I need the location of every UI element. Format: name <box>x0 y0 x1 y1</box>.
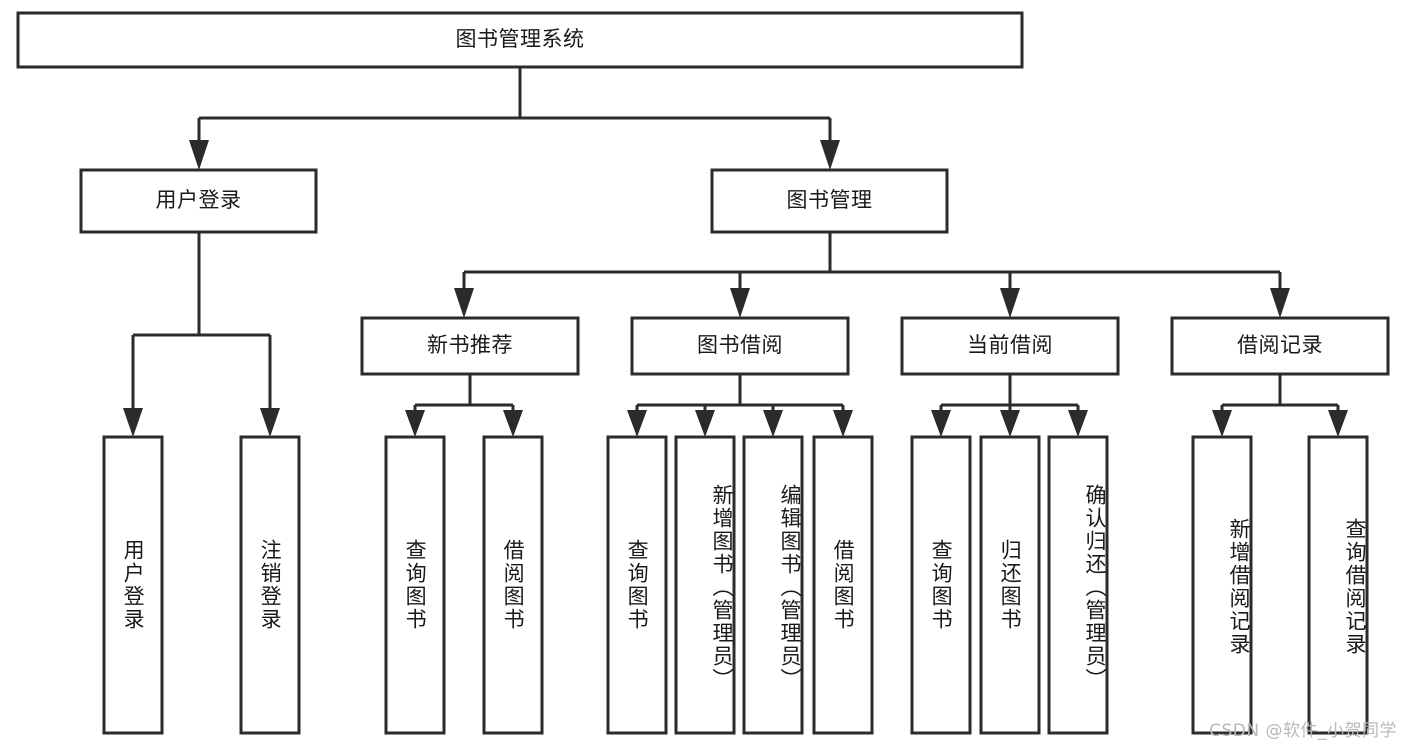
arrow-to-leaf-logout <box>260 408 280 437</box>
connector-book-management-to-level3 <box>462 232 1282 288</box>
arrow-to-leaf-add-book <box>695 410 715 437</box>
node-root-box[interactable] <box>16 11 1024 69</box>
leaf-box-add-book[interactable] <box>674 435 736 735</box>
arrow-to-leaf-query-book-3 <box>931 410 951 437</box>
leaf-box-borrow-book-2[interactable] <box>812 435 874 735</box>
connector-book-borrow-to-leaves <box>635 374 845 412</box>
arrow-to-book-management <box>820 140 840 170</box>
csdn-watermark: CSDN @软件_小贺同学 <box>1209 721 1397 741</box>
connector-root-to-level2 <box>197 67 832 140</box>
arrow-to-leaf-confirm-return <box>1068 410 1088 437</box>
arrow-to-leaf-borrow-book-1 <box>503 410 523 437</box>
arrow-to-book-borrow <box>730 288 750 318</box>
leaf-box-add-record[interactable] <box>1191 435 1253 735</box>
arrow-to-leaf-user-login <box>123 408 143 437</box>
arrow-to-leaf-return-book <box>1000 410 1020 437</box>
arrow-to-new-book-recommend <box>454 288 474 318</box>
leaf-box-user-login[interactable] <box>102 435 164 735</box>
arrow-to-leaf-query-book-1 <box>405 410 425 437</box>
leaf-box-query-book-2[interactable] <box>606 435 668 735</box>
leaf-box-logout[interactable] <box>239 435 301 735</box>
arrow-to-leaf-add-record <box>1212 410 1232 437</box>
node-user-login-box[interactable] <box>79 168 318 234</box>
node-borrow-record-box[interactable] <box>1170 316 1390 376</box>
leaf-box-edit-book[interactable] <box>742 435 804 735</box>
node-new-book-recommend-box[interactable] <box>360 316 580 376</box>
connector-new-book-recommend-to-leaves <box>413 374 515 412</box>
leaf-box-confirm-return[interactable] <box>1047 435 1109 735</box>
connector-current-borrow-to-leaves <box>939 374 1080 412</box>
arrow-to-leaf-edit-book <box>763 410 783 437</box>
arrow-to-user-login <box>189 140 209 170</box>
arrow-to-leaf-query-record <box>1328 410 1348 437</box>
connector-borrow-record-to-leaves <box>1220 374 1340 412</box>
arrow-to-leaf-query-book-2 <box>627 410 647 437</box>
leaf-box-query-book-3[interactable] <box>910 435 972 735</box>
leaf-box-return-book[interactable] <box>979 435 1041 735</box>
leaf-box-query-book-1[interactable] <box>384 435 446 735</box>
connector-user-login-to-leaves <box>131 232 272 410</box>
arrow-to-leaf-borrow-book-2 <box>833 410 853 437</box>
node-current-borrow-box[interactable] <box>900 316 1120 376</box>
arrow-to-current-borrow <box>1000 288 1020 318</box>
node-book-borrow-box[interactable] <box>630 316 850 376</box>
arrow-to-borrow-record <box>1270 288 1290 318</box>
leaf-box-query-record[interactable] <box>1307 435 1369 735</box>
leaf-box-borrow-book-1[interactable] <box>482 435 544 735</box>
node-book-management-box[interactable] <box>710 168 949 234</box>
